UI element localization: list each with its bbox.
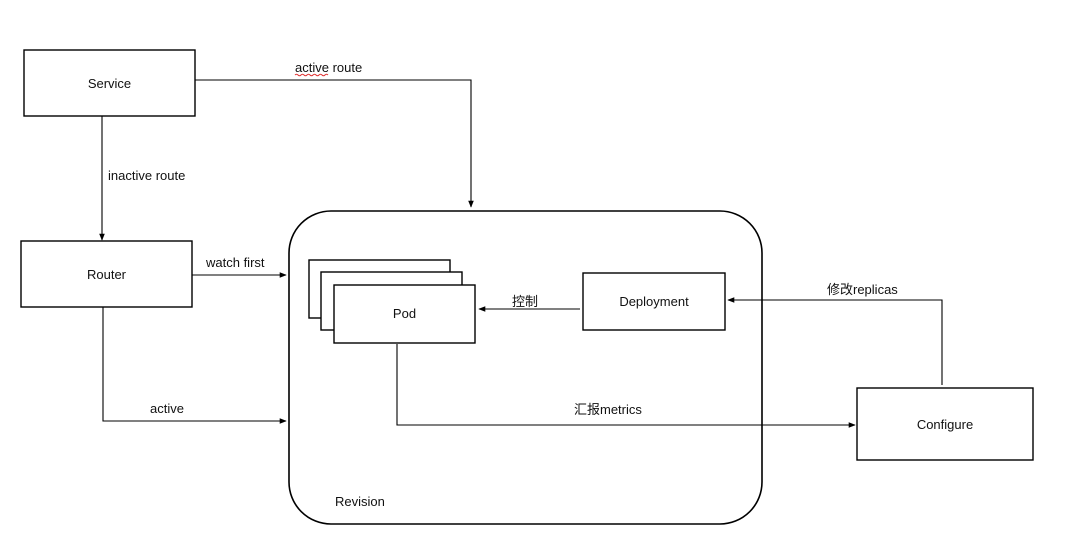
router-box xyxy=(20,240,193,308)
revision-container-border xyxy=(288,210,763,525)
edge-report-metrics-label: 汇报metrics xyxy=(574,402,642,417)
configure-box xyxy=(856,387,1034,461)
service-label: Service xyxy=(88,76,131,91)
edge-deployment-to-pod: 控制 xyxy=(478,294,580,312)
pod-stack: Pod xyxy=(308,259,476,344)
revision-label: Revision xyxy=(335,494,385,509)
edge-inactive-route-label: inactive route xyxy=(108,168,185,183)
edge-watch-first-label: watch first xyxy=(205,255,265,270)
edge-service-to-revision: active route xyxy=(195,60,474,208)
router-label: Router xyxy=(87,267,127,282)
edge-configure-to-deployment-line xyxy=(727,297,943,385)
deployment-label: Deployment xyxy=(619,294,689,309)
configure-node: Configure xyxy=(856,387,1034,461)
service-node: Service xyxy=(23,49,196,117)
edge-service-to-revision-line xyxy=(195,79,474,208)
edge-active-label: active xyxy=(150,401,184,416)
service-box xyxy=(23,49,196,117)
router-node: Router xyxy=(20,240,193,308)
edge-active-route-label: active route xyxy=(295,60,362,75)
deployment-node: Deployment xyxy=(582,272,726,331)
edge-modify-replicas-label: 修改replicas xyxy=(827,282,898,297)
edge-router-active-line xyxy=(102,307,287,424)
edge-pod-to-configure-line xyxy=(396,344,856,428)
edge-router-watch-first: watch first xyxy=(192,255,287,278)
pod-label: Pod xyxy=(393,306,416,321)
configure-label: Configure xyxy=(917,417,973,432)
edge-service-to-router: inactive route xyxy=(99,116,185,241)
revision-container: Revision xyxy=(288,210,763,525)
spellcheck-underline xyxy=(294,73,329,77)
pod-box xyxy=(333,284,476,344)
edge-router-active: active xyxy=(102,307,287,424)
deployment-box xyxy=(582,272,726,331)
edge-control-label: 控制 xyxy=(512,294,538,309)
edge-configure-to-deployment: 修改replicas xyxy=(727,282,943,385)
edge-pod-to-configure: 汇报metrics xyxy=(396,344,856,428)
